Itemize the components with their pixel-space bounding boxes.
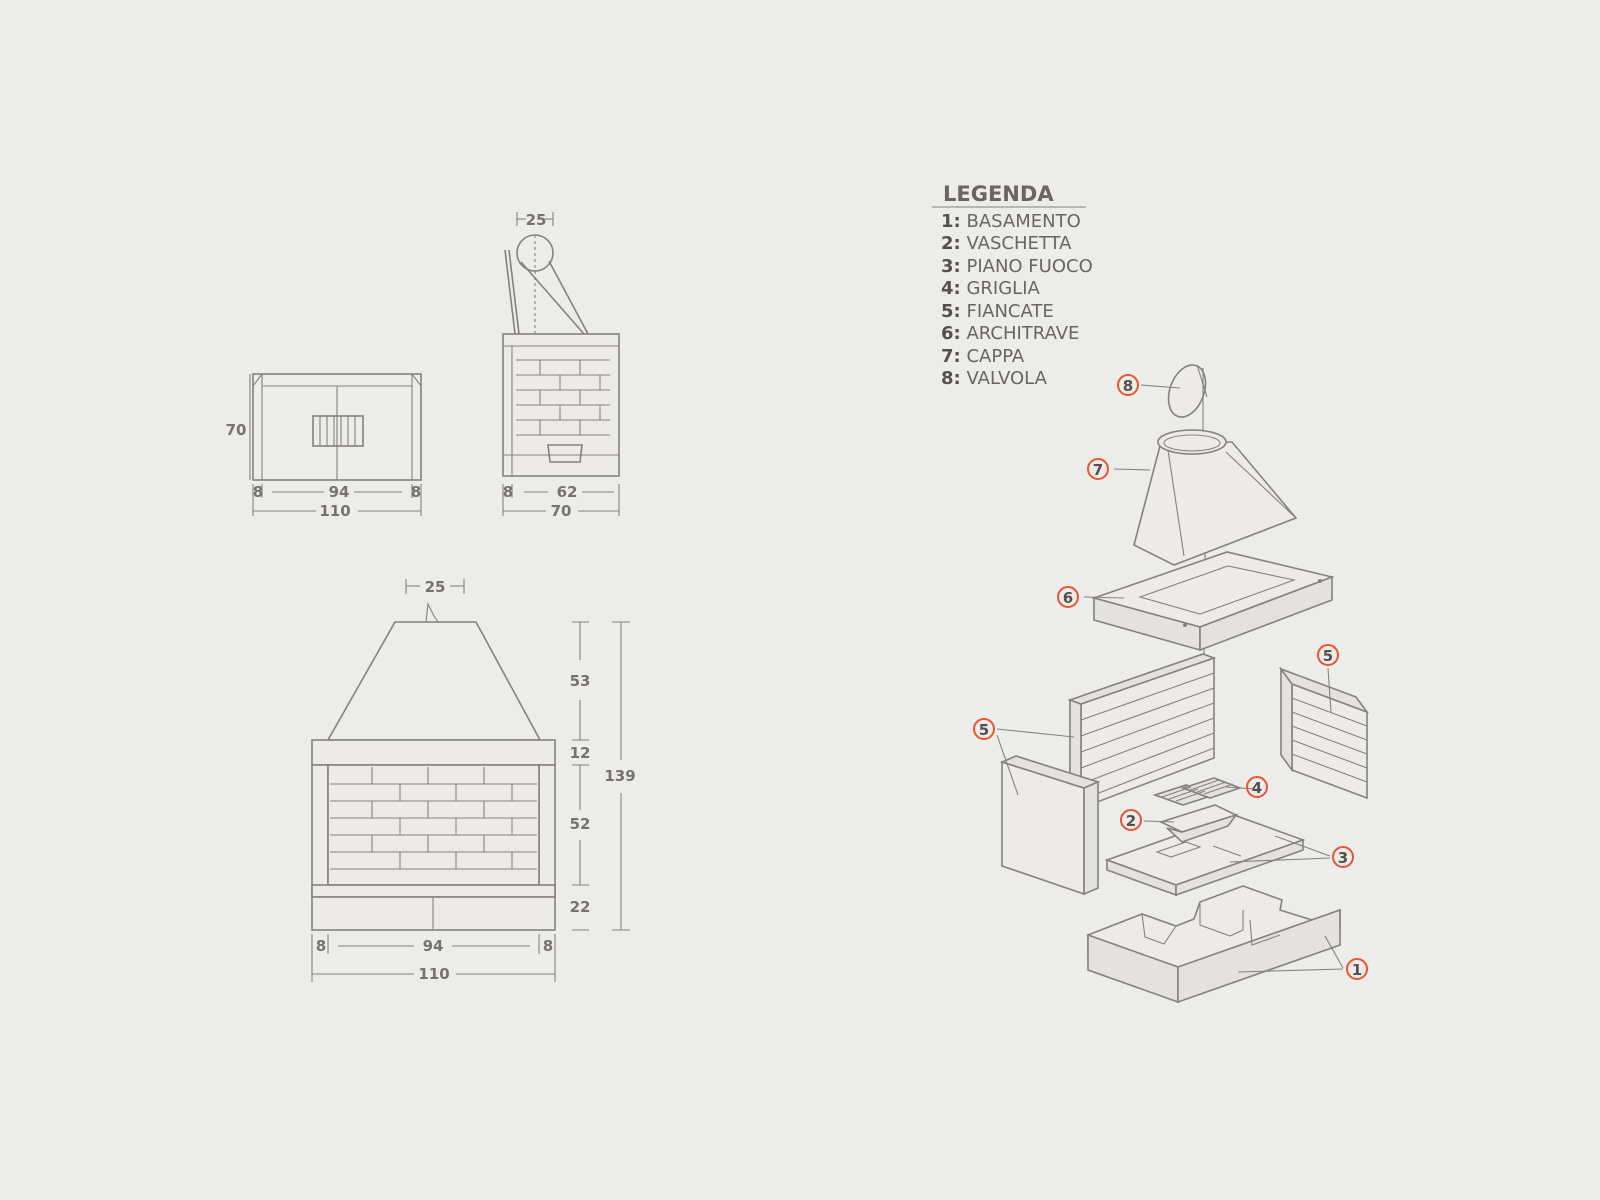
callout-8: 8 — [1117, 374, 1139, 396]
front-view-hood — [326, 621, 542, 741]
legend-title: LEGENDA — [943, 182, 1054, 206]
svg-text:3: 3 — [1338, 849, 1348, 867]
svg-text:5: 5 — [1323, 647, 1333, 665]
front-view-base-label: 22 — [570, 898, 591, 916]
svg-text:8: 8 — [1123, 377, 1133, 395]
top-view: 70 8 94 8 110 — [226, 373, 422, 520]
front-view: 25 — [311, 578, 636, 983]
callout-7: 7 — [1087, 458, 1109, 480]
front-view-hood-label: 53 — [570, 672, 591, 690]
legend: LEGENDA 1: BASAMENTO 2: VASCHETTA 3: PIA… — [932, 182, 1093, 389]
callout-3: 3 — [1332, 846, 1354, 868]
callout-5-left: 5 — [973, 718, 995, 740]
callout-2: 2 — [1120, 809, 1142, 831]
top-view-height-label: 70 — [226, 421, 247, 439]
legend-item-5: 5: FIANCATE — [941, 301, 1054, 322]
side-view-flue-label: 25 — [526, 211, 547, 229]
front-view-left-side-label: 8 — [316, 937, 326, 955]
legend-item-1: 1: BASAMENTO — [941, 211, 1081, 232]
part-architrave — [1091, 551, 1335, 652]
svg-text:2: 2 — [1126, 812, 1136, 830]
legend-item-3: 3: PIANO FUOCO — [941, 256, 1093, 277]
top-view-left-side-label: 8 — [253, 483, 263, 501]
top-view-total-label: 110 — [319, 502, 350, 520]
svg-text:4: 4 — [1252, 779, 1262, 797]
front-view-right-side-label: 8 — [543, 937, 553, 955]
part-grill — [1152, 777, 1243, 806]
exploded-view: 8 7 6 5 5 4 2 3 — [973, 364, 1370, 1004]
front-view-opening-label: 52 — [570, 815, 591, 833]
top-view-right-side-label: 8 — [411, 483, 421, 501]
svg-text:7: 7 — [1093, 461, 1103, 479]
legend-item-6: 6: ARCHITRAVE — [941, 323, 1079, 344]
front-view-lintel-label: 12 — [570, 744, 591, 762]
side-view: 25 8 62 70 — [502, 211, 620, 520]
top-view-inner-label: 94 — [329, 483, 350, 501]
part-back-wall — [1067, 653, 1217, 810]
callout-1: 1 — [1346, 958, 1368, 980]
front-view-inner-label: 94 — [423, 937, 444, 955]
front-view-lintel — [311, 739, 556, 766]
top-view-grill — [312, 415, 364, 447]
svg-text:5: 5 — [979, 721, 989, 739]
part-hood — [1133, 429, 1298, 566]
legend-item-2: 2: VASCHETTA — [941, 233, 1072, 254]
part-fire-plate — [1104, 814, 1306, 897]
part-tray — [1158, 804, 1239, 843]
side-view-side-label: 8 — [503, 483, 513, 501]
svg-text:1: 1 — [1352, 961, 1362, 979]
front-view-brick-wall — [327, 764, 540, 886]
front-view-total-width-label: 110 — [418, 965, 449, 983]
part-side-left — [999, 755, 1101, 896]
part-side-right — [1278, 666, 1370, 800]
legend-item-8: 8: VALVOLA — [941, 368, 1048, 389]
legend-item-7: 7: CAPPA — [941, 346, 1025, 367]
callout-5-right: 5 — [1317, 644, 1339, 666]
callout-4: 4 — [1246, 776, 1268, 798]
legend-item-4: 4: GRIGLIA — [941, 278, 1041, 299]
part-base — [1087, 885, 1341, 1004]
side-view-total-label: 70 — [551, 502, 572, 520]
callout-6: 6 — [1057, 586, 1079, 608]
front-view-total-height-label: 139 — [604, 767, 635, 785]
side-view-depth-label: 62 — [557, 483, 578, 501]
front-view-flue-label: 25 — [425, 578, 446, 596]
part-valve — [1167, 364, 1208, 418]
svg-text:6: 6 — [1063, 589, 1073, 607]
